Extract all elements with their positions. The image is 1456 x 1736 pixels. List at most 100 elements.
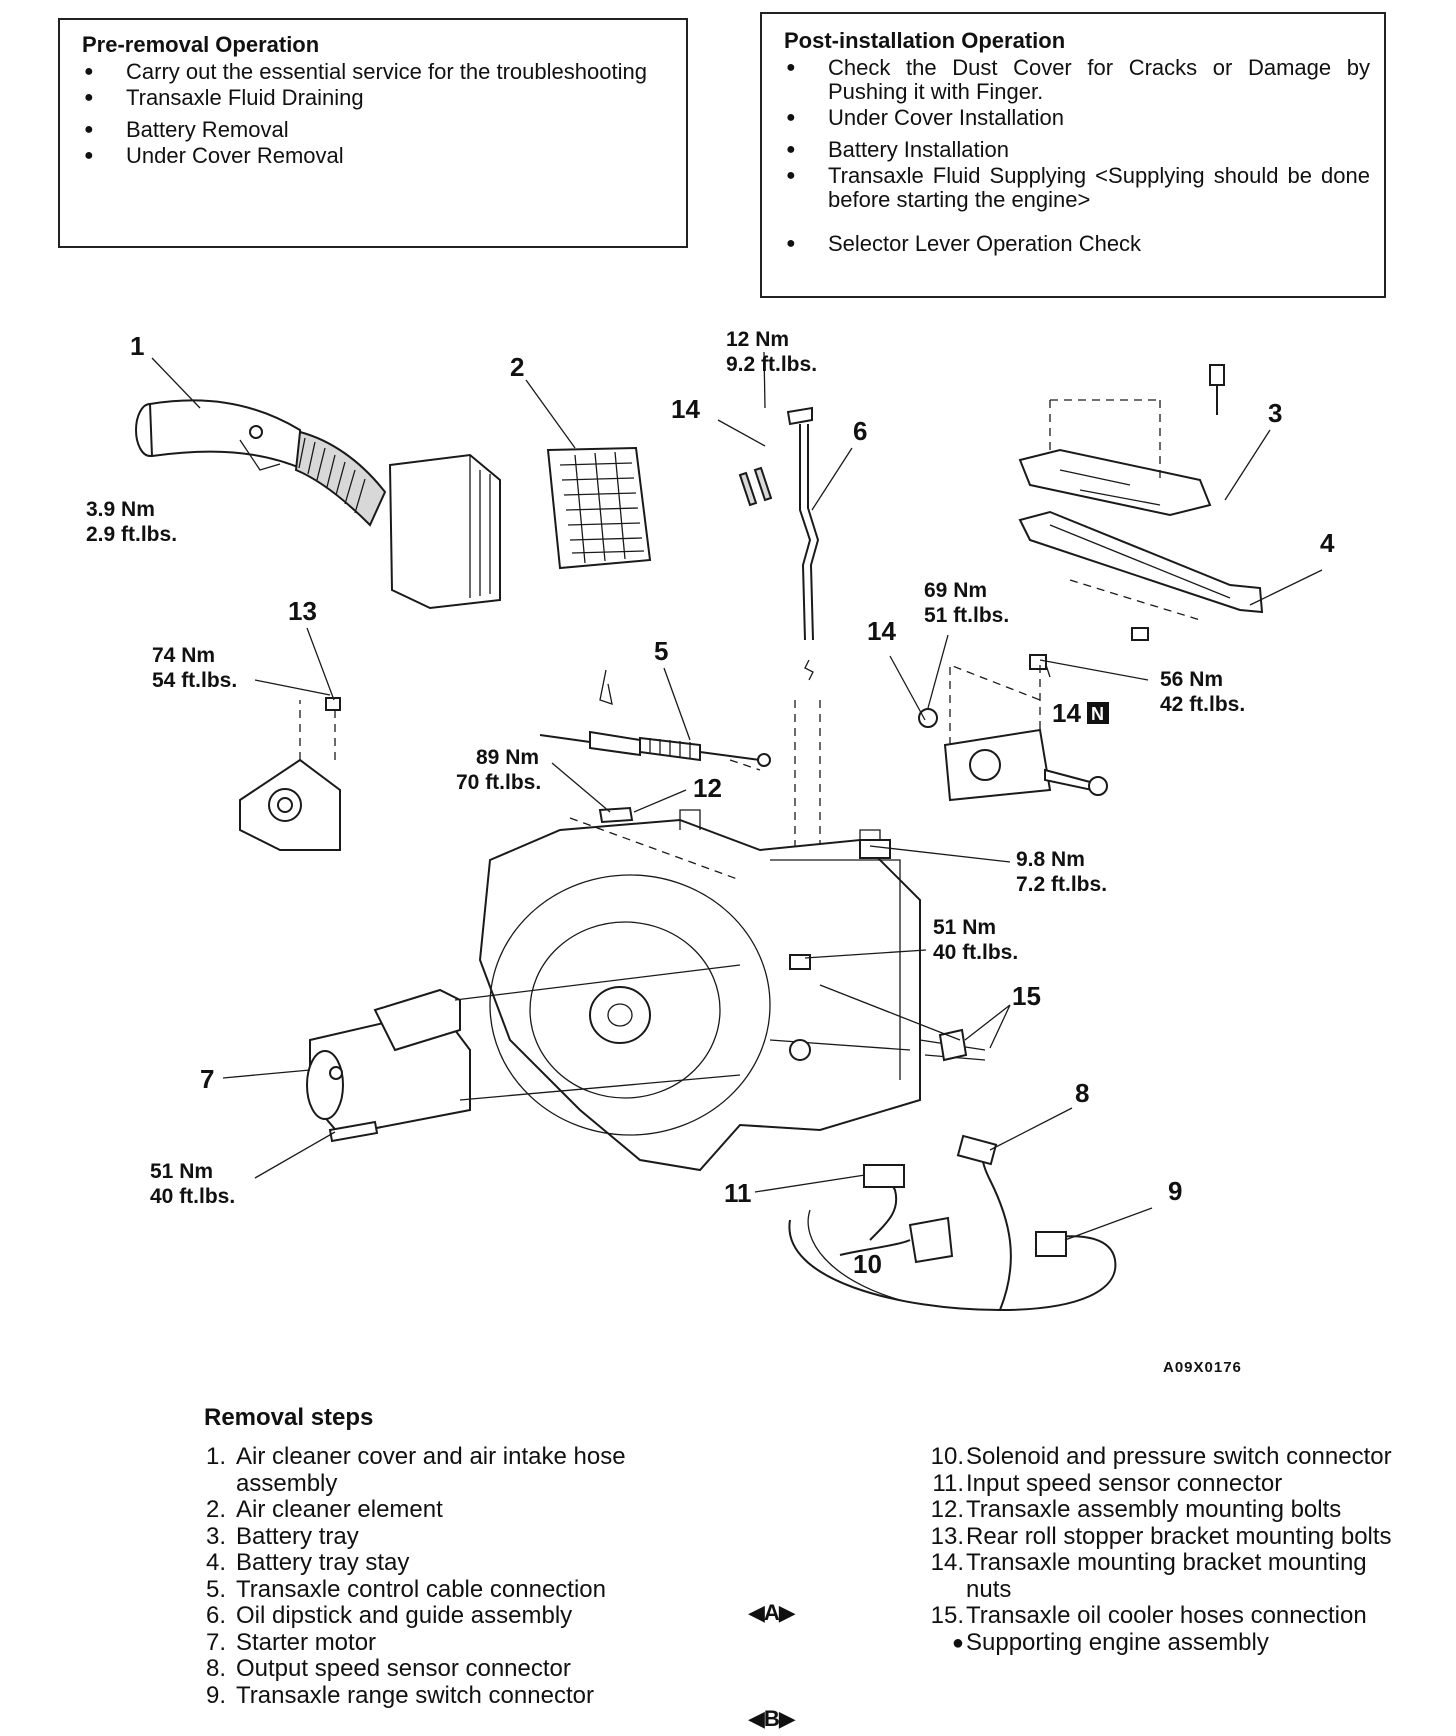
part-label-12: 12 [693,773,722,803]
torque-nm: 51 Nm [933,916,996,939]
step-text: Air cleaner element [236,1496,443,1523]
transaxle-control-cable [539,669,771,767]
transaxle-housing [478,809,921,1172]
list-item: 11.Input speed sensor connector [920,1469,1410,1498]
part-label-2: 2 [510,352,524,382]
step-text: Battery tray [236,1522,359,1550]
torque-nm: 9.8 Nm [1016,848,1085,871]
list-item: 4. Battery tray stay [204,1549,684,1577]
part-label-15: 15 [1012,981,1041,1011]
torque-nm: 89 Nm [476,746,539,769]
mounting-bolt [569,759,761,881]
list-item: 6.Oil dipstick and guide assembly [204,1602,684,1630]
step-text: Input speed sensor connector [966,1469,1283,1497]
pre-removal-item: Battery Removal [82,118,666,143]
step-number: 3. [205,1522,226,1550]
step-number: 8. [205,1655,226,1682]
step-number: 13. [930,1522,964,1550]
torque-ftlbs: 9.2 ft.lbs. [726,353,817,376]
pre-removal-item: Carry out the essential service for the … [82,60,666,85]
starter-motor [306,964,741,1143]
list-item: 2. Air cleaner element [204,1496,684,1524]
removal-steps-left: 1. Air cleaner cover and air intake hose … [204,1443,684,1710]
list-item: 10.Solenoid and pressure switch connecto… [920,1443,1410,1471]
air-cleaner-element [546,446,652,570]
torque-ftlbs: 54 ft.lbs. [152,669,237,692]
step-text: Transaxle oil cooler hoses connection [966,1602,1367,1629]
step-number: 2. [205,1496,226,1523]
step-text: Supporting engine assembly [966,1628,1269,1656]
step-number: 11. [932,1469,964,1497]
list-item: 3. Battery tray [204,1522,684,1551]
torque-ftlbs: 2.9 ft.lbs. [86,523,177,546]
torque-ftlbs: 40 ft.lbs. [150,1185,235,1208]
step-number: 12. [930,1496,964,1523]
torque-nm: 69 Nm [924,579,987,602]
removal-steps-title: Removal steps [204,1404,374,1431]
post-installation-item: Under Cover Installation [784,106,1370,131]
note-mark-b: ◀B▶ [748,1706,796,1731]
battery-tray [1018,364,1225,517]
step-text: Oil dipstick and guide assembly [236,1602,573,1629]
part-label-5: 5 [654,636,668,666]
step-number: 14. [930,1549,964,1576]
list-item: ●Supporting engine assembly [920,1628,1410,1657]
transaxle-mounting-bracket [918,654,1108,802]
torque-ftlbs: 70 ft.lbs. [456,771,541,794]
post-installation-item: Transaxle Fluid Supplying <Supplying sho… [784,164,1370,212]
part-label-11: 11 [724,1178,752,1208]
pre-removal-item: Transaxle Fluid Draining [82,86,666,111]
pre-removal-title: Pre-removal Operation [82,32,320,57]
removal-steps-right: 10.Solenoid and pressure switch connecto… [920,1443,1410,1657]
step-text: Battery tray stay [236,1549,410,1576]
list-item: 5. Transaxle control cable connection [204,1575,684,1604]
post-installation-item: Selector Lever Operation Check [784,232,1370,257]
step-text: Transaxle range switch connector [236,1681,594,1709]
step-text: Transaxle control cable connection [236,1575,606,1603]
oil-cooler-hoses [819,984,986,1062]
new-part-badge-box [1087,702,1109,724]
post-installation-item: Battery Installation [784,138,1370,163]
pre-removal-list: Carry out the essential service for the … [82,60,666,169]
part-label-8: 8 [1075,1078,1089,1108]
post-installation-box: Post-installation Operation Check the Du… [760,12,1386,298]
part-label-10: 10 [853,1249,882,1279]
torque-nm: 3.9 Nm [86,498,155,521]
exploded-view-diagram: 1 2 3 4 5 6 7 8 9 10 11 12 13 14 14 15 1… [86,328,1335,1376]
part-label-14n: 14 [1052,698,1081,728]
step-text: Air cleaner cover and air intake hose as… [236,1443,626,1497]
rear-roll-stopper-bracket [239,697,341,851]
step-text: Rear roll stopper bracket mounting bolts [966,1522,1392,1550]
step-number: 4. [205,1549,226,1576]
list-item: 15.Transaxle oil cooler hoses connection [920,1602,1410,1630]
step-text: Solenoid and pressure switch connector [966,1443,1392,1470]
step-number: 15. [930,1602,964,1629]
step-number: 5. [205,1575,226,1603]
post-installation-item: Check the Dust Cover for Cracks or Damag… [784,56,1370,104]
torque-ftlbs: 51 ft.lbs. [924,604,1009,627]
torque-ftlbs: 42 ft.lbs. [1160,693,1245,716]
torque-nm: 12 Nm [726,328,789,351]
torque-nm: 51 Nm [150,1160,213,1183]
bullet-icon: ● [951,1631,964,1654]
part-label-6: 6 [853,416,867,446]
step-number: 7. [205,1628,226,1656]
step-text: Transaxle mounting bracket mounting nuts [966,1549,1367,1603]
list-item: 9. Transaxle range switch connector [204,1681,684,1710]
list-item: 13.Rear roll stopper bracket mounting bo… [920,1522,1410,1551]
part-label-13: 13 [288,596,317,626]
step-text: Transaxle assembly mounting bolts [966,1496,1342,1523]
wiring-harness [788,1134,1117,1312]
part-label-7: 7 [200,1064,214,1094]
part-label-1: 1 [130,331,144,361]
list-item: 14.Transaxle mounting bracket mounting n… [920,1549,1410,1603]
step-text: Starter motor [236,1628,377,1656]
leader-lines [151,351,1323,1241]
part-label-4: 4 [1320,528,1335,558]
step-number: 1. [205,1443,226,1470]
figure-code: A09X0176 [1163,1359,1242,1376]
new-part-badge: N [1091,704,1104,724]
step-number: 9. [205,1681,226,1709]
note-mark-a: ◀A▶ [748,1600,796,1625]
air-intake-hose-assembly [135,399,501,610]
